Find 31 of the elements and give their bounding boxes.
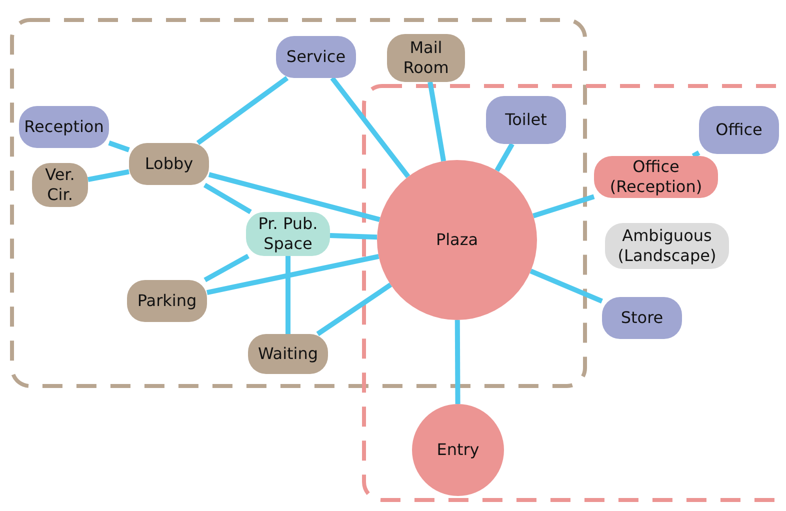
connector-line: [203, 182, 252, 214]
space-node: Lobby: [129, 143, 209, 185]
space-node: Office (Reception): [594, 156, 718, 198]
connector-line: [428, 82, 446, 162]
connector-line: [206, 254, 380, 296]
space-circle: Plaza: [377, 160, 537, 320]
space-circle: Entry: [412, 404, 504, 496]
space-node: Ver. Cir.: [32, 163, 88, 207]
space-node: Office: [699, 106, 779, 154]
space-node: Reception: [19, 106, 109, 148]
space-node: Toilet: [486, 96, 566, 144]
connector-line: [530, 268, 603, 304]
connector-line: [330, 233, 378, 240]
connector-line: [196, 76, 289, 146]
space-node: Store: [602, 297, 682, 339]
connector-line: [316, 282, 392, 336]
space-node: Mail Room: [387, 34, 465, 82]
space-node: Service: [276, 36, 356, 78]
space-node: Parking: [127, 280, 207, 322]
connector-line: [454, 320, 460, 404]
space-node: Ambiguous (Landscape): [605, 223, 729, 269]
connector-line: [108, 140, 130, 152]
connector-line: [204, 254, 250, 282]
connector-line: [532, 194, 595, 218]
space-node: Waiting: [248, 334, 328, 374]
connector-line: [330, 76, 410, 178]
connector-line: [494, 142, 514, 172]
connector-line: [208, 172, 380, 222]
connector-line: [88, 169, 130, 182]
connector-line: [286, 256, 290, 334]
space-node: Pr. Pub. Space: [246, 212, 330, 256]
